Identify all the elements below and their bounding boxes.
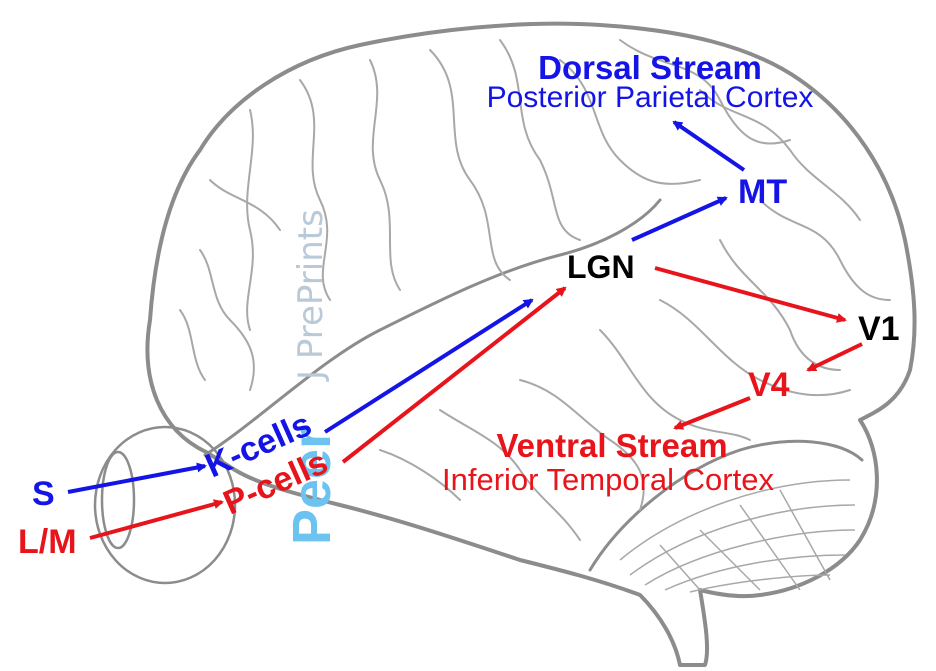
lgn-label: LGN xyxy=(567,249,635,285)
dorsal-stream-subtitle: Posterior Parietal Cortex xyxy=(487,81,814,114)
mt-label: MT xyxy=(738,173,787,211)
arrow-kcells-to-lgn xyxy=(325,300,532,432)
watermark-suffix: J PrePrints xyxy=(291,209,331,382)
arrow-lgn-to-v1 xyxy=(655,268,845,320)
v4-label: V4 xyxy=(748,366,790,404)
s-label: S xyxy=(32,475,55,513)
v1-label: V1 xyxy=(858,310,900,348)
ventral-stream-title: Ventral Stream xyxy=(496,427,727,464)
arrow-v1-to-v4 xyxy=(808,344,862,370)
arrow-v4-to-ventral xyxy=(675,398,750,428)
cortex-outline xyxy=(147,24,914,665)
arrow-mt-to-dorsal xyxy=(674,122,744,170)
arrow-s-to-kcells xyxy=(68,466,205,492)
arrow-lm-to-pcells xyxy=(90,502,222,538)
lm-label: L/M xyxy=(18,523,77,561)
brain-illustration xyxy=(147,24,914,665)
arrow-lgn-to-mt xyxy=(632,198,726,240)
ventral-stream-subtitle: Inferior Temporal Cortex xyxy=(442,462,774,497)
sylvian-fissure xyxy=(205,200,660,455)
